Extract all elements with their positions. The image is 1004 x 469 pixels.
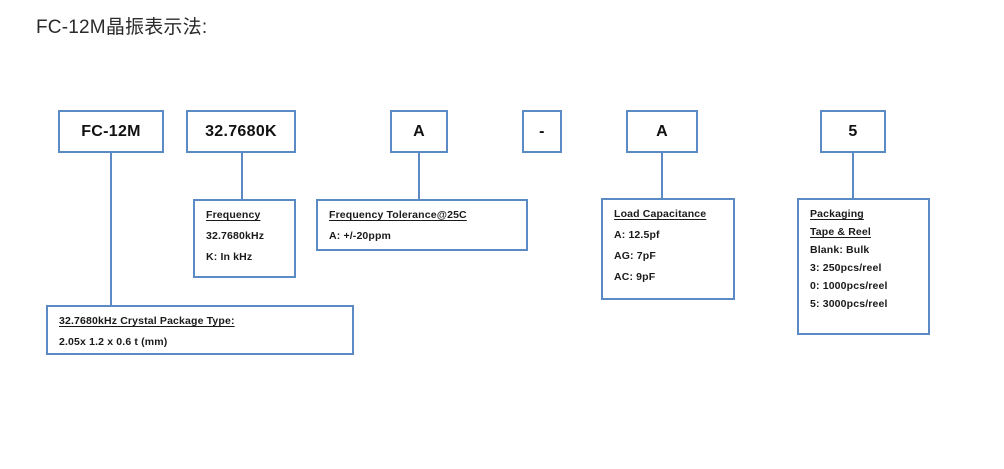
detail-panel-packaging-line-4: 5: 3000pcs/reel	[810, 298, 888, 311]
detail-panel-packaging-line-1: Blank: Bulk	[810, 244, 870, 257]
code-box-tolerance-label: A	[413, 122, 425, 140]
detail-panel-frequency-line-1: 32.7680kHz	[206, 230, 265, 243]
code-box-separator[interactable]: -	[522, 110, 562, 153]
connector-line-frequency	[241, 153, 243, 199]
code-box-frequency[interactable]: 32.7680K	[186, 110, 296, 153]
code-box-load-capacitance-label: A	[656, 122, 668, 140]
code-box-package-type[interactable]: FC-12M	[58, 110, 164, 153]
connector-line-packaging	[852, 153, 854, 198]
page-title: FC-12M晶振表示法:	[36, 17, 208, 38]
detail-panel-packaging-line-3: 0: 1000pcs/reel	[810, 280, 888, 293]
code-box-separator-label: -	[539, 122, 545, 140]
code-box-packaging[interactable]: 5	[820, 110, 886, 153]
detail-panel-package-type-line-1: 2.05x 1.2 x 0.6 t (mm)	[59, 336, 168, 349]
detail-panel-packaging-subheading: Tape & Reel	[810, 226, 871, 239]
detail-panel-tolerance-line-1: A: +/-20ppm	[329, 230, 392, 243]
detail-panel-load-capacitance-line-2: AG: 7pF	[614, 250, 656, 263]
detail-panel-frequency: Frequency 32.7680kHz K: In kHz	[193, 199, 296, 278]
detail-panel-frequency-heading: Frequency	[206, 209, 261, 221]
detail-panel-load-capacitance: Load Capacitance A: 12.5pf AG: 7pF AC: 9…	[601, 198, 735, 300]
detail-panel-packaging-line-2: 3: 250pcs/reel	[810, 262, 882, 275]
detail-panel-package-type-heading: 32.7680kHz Crystal Package Type:	[59, 315, 235, 327]
connector-line-load-capacitance	[661, 153, 663, 198]
detail-panel-package-type: 32.7680kHz Crystal Package Type: 2.05x 1…	[46, 305, 354, 355]
detail-panel-tolerance: Frequency Tolerance@25C A: +/-20ppm	[316, 199, 528, 251]
detail-panel-load-capacitance-line-3: AC: 9pF	[614, 271, 656, 284]
detail-panel-packaging-heading: Packaging	[810, 208, 864, 220]
connector-line-package-type	[110, 153, 112, 307]
code-box-frequency-label: 32.7680K	[205, 122, 277, 140]
code-box-tolerance[interactable]: A	[390, 110, 448, 153]
code-box-packaging-label: 5	[848, 122, 858, 140]
detail-panel-tolerance-heading: Frequency Tolerance@25C	[329, 209, 467, 221]
detail-panel-frequency-line-2: K: In kHz	[206, 251, 253, 264]
detail-panel-load-capacitance-line-1: A: 12.5pf	[614, 229, 660, 242]
connector-line-tolerance	[418, 153, 420, 199]
detail-panel-packaging: Packaging Tape & Reel Blank: Bulk 3: 250…	[797, 198, 930, 335]
code-box-load-capacitance[interactable]: A	[626, 110, 698, 153]
code-box-package-type-label: FC-12M	[81, 122, 141, 140]
detail-panel-load-capacitance-heading: Load Capacitance	[614, 208, 707, 220]
